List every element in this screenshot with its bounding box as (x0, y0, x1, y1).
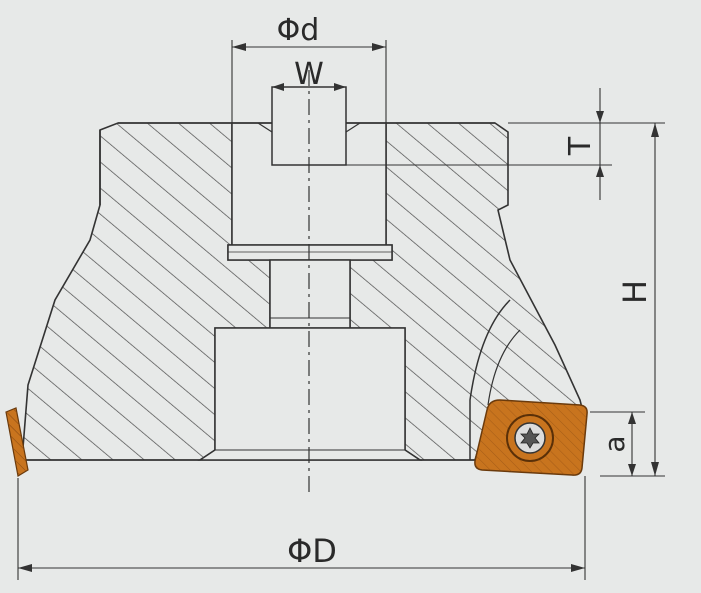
phi-d-label: Φd (277, 13, 320, 48)
screw-passage (269, 259, 351, 329)
phi-D-label: ΦD (287, 532, 337, 570)
t-label: T (563, 136, 598, 156)
dimension-h: H (600, 122, 665, 477)
insert-right (474, 399, 588, 476)
key-slot (271, 86, 347, 166)
relief-groove (227, 244, 393, 261)
chip-pocket-curve (469, 299, 511, 460)
h-label: H (616, 280, 654, 304)
dimension-t: T (346, 88, 612, 200)
dimension-a: a (590, 411, 645, 476)
dimension-phi-D: ΦD (17, 476, 586, 580)
insert-left (5, 407, 29, 477)
w-label: W (294, 57, 324, 92)
dimension-w: W (272, 57, 346, 92)
a-label: a (598, 435, 631, 452)
counterbore (197, 327, 423, 461)
dimension-phi-d: Φd (231, 13, 387, 123)
